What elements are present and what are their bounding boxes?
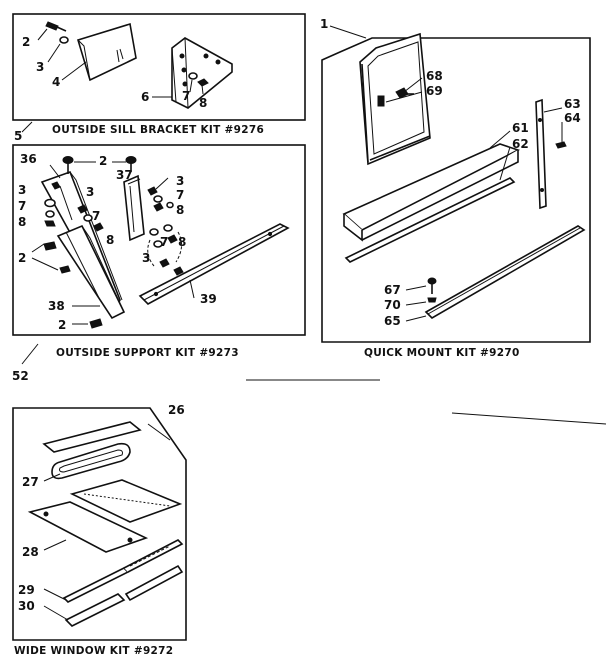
callout-36: 36 (20, 152, 37, 166)
bottom-rail-part-65 (424, 225, 586, 320)
callout-8-left: 8 (18, 215, 26, 229)
sill-kit-border (12, 13, 306, 121)
panel-part-28 (27, 501, 149, 553)
strip-part-29 (62, 539, 184, 603)
screw-part-2-mid (43, 241, 71, 274)
support-bracket-part-38 (56, 224, 126, 320)
divider-line-right (451, 412, 607, 425)
callout-5: 5 (14, 129, 22, 143)
panel-upper (69, 479, 183, 523)
callout-64: 64 (564, 111, 581, 125)
lockwasher-part-7 (188, 72, 198, 80)
callout-28: 28 (22, 545, 39, 559)
callout-70: 70 (384, 298, 401, 312)
callout-7-lower: 7 (160, 235, 168, 249)
callout-2: 2 (22, 35, 30, 49)
callout-61: 61 (512, 121, 529, 135)
callout-3-left: 3 (18, 183, 26, 197)
strip-part-62 (344, 177, 516, 263)
callout-8: 8 (199, 96, 207, 110)
gasket-part-27 (51, 442, 131, 480)
callout-8-lower: 8 (178, 235, 186, 249)
callout-68: 68 (426, 69, 443, 83)
bracket-plate-part-4 (77, 22, 137, 82)
hardware-right (147, 186, 174, 212)
callout-63: 63 (564, 97, 581, 111)
callout-7-left: 7 (18, 199, 26, 213)
callout-39: 39 (200, 292, 217, 306)
callout-7: 7 (182, 89, 190, 103)
wide-kit-border (12, 407, 187, 641)
nut-part-8 (197, 78, 209, 87)
hardware-lower (147, 224, 184, 276)
callout-30: 30 (18, 599, 35, 613)
washer-part-3 (59, 36, 69, 44)
callout-7-right: 7 (176, 188, 184, 202)
callout-26: 26 (168, 403, 185, 417)
top-strip (42, 421, 142, 453)
screw-part-2 (45, 21, 67, 32)
channel-part-37 (123, 174, 145, 242)
screw-part-2-side (125, 156, 137, 172)
wide-window-kit: 26 27 28 29 30 WIDE WINDOW KIT #9272 (12, 403, 187, 657)
callout-1: 1 (320, 17, 328, 31)
callout-4: 4 (52, 75, 60, 89)
callout-6: 6 (141, 90, 149, 104)
sill-kit-title: OUTSIDE SILL BRACKET KIT #9276 (52, 124, 264, 136)
callout-7-mid: 7 (92, 209, 100, 223)
callout-65: 65 (384, 314, 401, 328)
callout-69: 69 (426, 84, 443, 98)
callout-2-bottom: 2 (58, 318, 66, 332)
callout-3-mid: 3 (86, 185, 94, 199)
callout-67: 67 (384, 283, 401, 297)
support-bar-part-39 (138, 223, 290, 305)
callout-3: 3 (36, 60, 44, 74)
foam-seal-part-61 (342, 143, 521, 242)
outside-support-kit: 36 2 37 3 7 8 3 7 8 3 7 8 3 7 8 2 38 2 3… (12, 144, 306, 383)
quick-mount-kit: 1 (320, 17, 591, 359)
hardware-left (44, 198, 56, 227)
support-kit-title: OUTSIDE SUPPORT KIT #9273 (56, 347, 239, 359)
callout-52: 52 (12, 369, 29, 383)
screw-part-67 (427, 277, 437, 294)
callout-62: 62 (512, 137, 529, 151)
sill-bracket-kit: 2 3 4 6 7 8 OUTSIDE SILL BRACKET KIT #92… (12, 13, 306, 143)
strip-part-30 (64, 564, 184, 627)
quick-kit-border (321, 37, 591, 343)
callout-2-top: 2 (99, 154, 107, 168)
callout-27: 27 (22, 475, 39, 489)
callout-37: 37 (116, 168, 133, 182)
wide-kit-title: WIDE WINDOW KIT #9272 (14, 645, 173, 657)
angle-bracket-part-6 (171, 37, 233, 109)
callout-38: 38 (48, 299, 65, 313)
callout-8-mid: 8 (106, 233, 114, 247)
screw-part-64 (555, 141, 567, 149)
quick-kit-title: QUICK MOUNT KIT #9270 (364, 347, 520, 359)
callout-2-mid: 2 (18, 251, 26, 265)
support-kit-border (12, 144, 306, 336)
screw-part-2-top (62, 156, 74, 174)
side-bar-part-63 (535, 98, 547, 210)
callout-3-lower: 3 (142, 251, 150, 265)
callout-29: 29 (18, 583, 35, 597)
callout-8-right: 8 (176, 203, 184, 217)
hardware-mid (77, 204, 104, 232)
screw-part-2-bottom (89, 318, 103, 329)
washer-part-70 (427, 297, 437, 303)
callout-3-right: 3 (176, 174, 184, 188)
